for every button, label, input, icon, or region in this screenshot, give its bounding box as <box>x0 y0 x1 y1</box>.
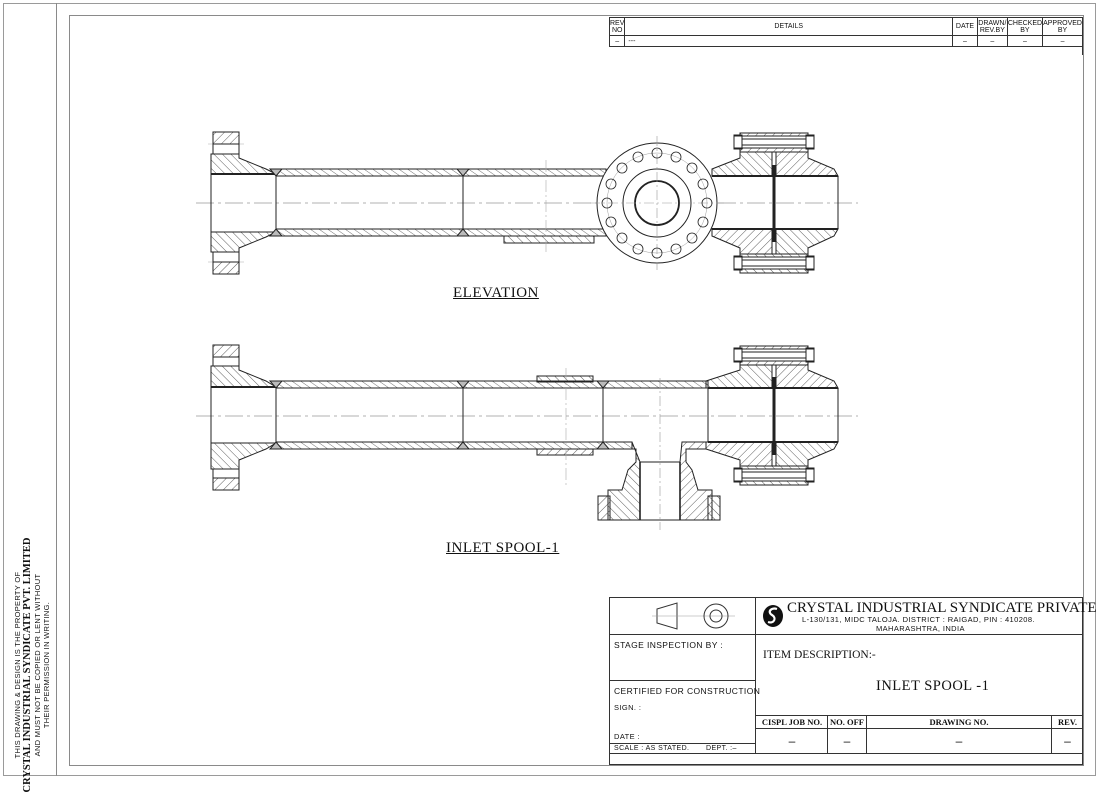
approved-by-cell: – <box>1042 35 1083 47</box>
company-logo-icon <box>763 605 783 627</box>
outer-drawing-border <box>3 3 1096 776</box>
title-block-row-line <box>610 743 755 744</box>
revision-table-row: – --- – – – – <box>608 35 1083 47</box>
inner-drawing-border <box>69 15 1084 766</box>
item-description-label: ITEM DESCRIPTION:- <box>763 649 876 661</box>
elevation-view <box>196 131 858 275</box>
sign-label: SIGN. : <box>614 703 642 712</box>
dept-label: DEPT. :– <box>706 745 737 752</box>
title-block-row-line <box>610 634 1083 635</box>
title-block-col-line <box>1051 715 1052 753</box>
company-header: CRYSTAL INDUSTRIAL SYNDICATE PRIVATE LIM… <box>756 598 1100 634</box>
company-address-line-1: L-130/131, MIDC TALOJA. DISTRICT : RAIGA… <box>802 615 1035 624</box>
company-name: CRYSTAL INDUSTRIAL SYNDICATE PRIVATE LIM… <box>787 600 1100 616</box>
details-cell: --- <box>624 35 954 47</box>
elevation-title: ELEVATION <box>453 285 539 301</box>
certified-label: CERTIFIED FOR CONSTRUCTION <box>614 686 761 696</box>
title-block-row-line <box>610 680 755 681</box>
job-no-value: – <box>788 734 796 748</box>
checked-by-cell: – <box>1006 35 1044 47</box>
date-label: DATE : <box>614 732 641 741</box>
title-block-col-line <box>827 715 828 753</box>
title-block: CRYSTAL INDUSTRIAL SYNDICATE PRIVATE LIM… <box>609 597 1100 765</box>
plan-view-title: INLET SPOOL-1 <box>446 540 560 556</box>
scale-label: SCALE : AS STATED. <box>614 745 690 752</box>
item-description-value: INLET SPOOL -1 <box>876 678 990 694</box>
job-no-header: CISPL JOB NO. <box>761 717 823 727</box>
company-address-line-2: MAHARASHTRA, INDIA <box>876 624 965 633</box>
no-off-header: NO. OFF <box>830 717 864 727</box>
stage-inspection-label: STAGE INSPECTION BY : <box>614 640 724 650</box>
drawing-no-value: – <box>955 734 963 748</box>
third-angle-projection-icon <box>652 602 735 630</box>
rev-table-tick <box>1082 47 1083 55</box>
bolt-holes <box>601 147 713 259</box>
title-block-row-line <box>756 715 1083 716</box>
no-off-value: – <box>843 734 851 748</box>
rev-header: REV. <box>1058 717 1077 727</box>
title-block-col-line <box>866 715 867 753</box>
drawing-no-header: DRAWING NO. <box>929 717 989 727</box>
margin-divider <box>56 3 57 776</box>
title-block-row-line <box>756 728 1083 729</box>
title-block-row-line <box>610 753 1083 754</box>
title-block-divider <box>755 598 756 753</box>
rev-value: – <box>1064 734 1071 748</box>
plan-view <box>196 344 858 530</box>
projection-symbol <box>610 598 755 634</box>
rev-no-cell: – <box>608 35 626 47</box>
